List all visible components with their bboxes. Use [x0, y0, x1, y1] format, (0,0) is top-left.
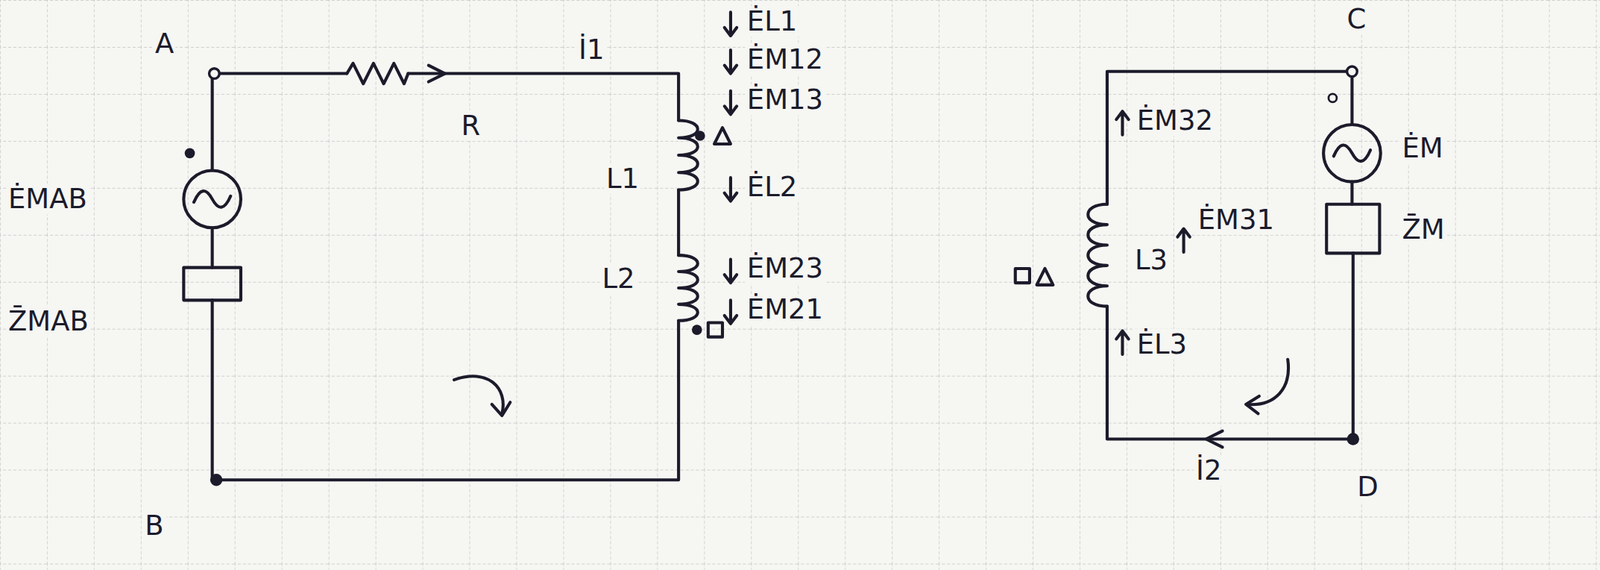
polarity-dot — [694, 130, 706, 141]
resistor-symbol — [346, 63, 408, 84]
voltage-arrow — [1116, 111, 1129, 135]
impedance-box — [1326, 204, 1380, 254]
wire — [1351, 252, 1355, 439]
right-dots — [1328, 66, 1360, 446]
polarity-dot — [1328, 93, 1337, 103]
left-dots — [184, 68, 706, 487]
wire — [1350, 181, 1354, 205]
loop-arrow-head — [1245, 395, 1260, 414]
circuit-label: Z̄M — [1400, 213, 1448, 245]
circuit-label: L2 — [600, 263, 638, 294]
circuit-label: ĖM12 — [744, 43, 826, 75]
current-arrow — [1206, 430, 1223, 448]
voltage-arrow — [724, 259, 737, 283]
wire — [210, 227, 214, 267]
source-symbol — [183, 170, 241, 229]
node-dot — [1347, 66, 1358, 77]
current-arrow — [428, 65, 446, 83]
circuit-label: ĖL1 — [744, 5, 800, 37]
voltage-arrow — [1116, 330, 1129, 354]
triangle-marker — [714, 127, 731, 144]
left-circuit — [183, 11, 737, 480]
circuit-label: B — [143, 509, 167, 541]
source-symbol — [1323, 124, 1381, 182]
wire — [1350, 71, 1354, 125]
circuit-label: ĖM23 — [744, 252, 826, 284]
source-wave — [193, 190, 231, 208]
voltage-arrow — [724, 177, 737, 201]
circuit-label: R — [459, 110, 483, 141]
wire — [210, 299, 214, 480]
square-marker — [1015, 268, 1030, 283]
circuit-label: ĖM31 — [1195, 204, 1277, 235]
wire — [407, 73, 679, 121]
triangle-marker — [1037, 268, 1054, 285]
inductor-symbol — [678, 254, 698, 321]
circuit-label: İ1 — [576, 35, 607, 66]
right-circuit — [1015, 71, 1381, 448]
wire — [676, 190, 680, 256]
circuit-label: ĖL2 — [744, 171, 800, 203]
circuit-label: ĖM21 — [744, 293, 826, 325]
voltage-arrow — [724, 90, 737, 115]
square-marker — [708, 322, 723, 337]
circuit-label: ĖM13 — [744, 84, 826, 116]
polarity-dot — [691, 324, 703, 335]
wire — [1107, 306, 1354, 440]
wire — [210, 73, 214, 171]
circuit-label: ĖM — [1400, 132, 1446, 164]
source-wave — [1333, 144, 1371, 162]
circuit-label: ĖMAB — [5, 183, 89, 214]
node-dot — [210, 473, 223, 486]
voltage-arrow — [1177, 228, 1190, 253]
circuit-label: İ2 — [1193, 454, 1224, 486]
voltage-arrow — [724, 299, 737, 323]
inductor-symbol — [1087, 204, 1108, 307]
wire — [219, 320, 679, 481]
loop-arrow — [1246, 359, 1289, 405]
circuit-label: D — [1355, 471, 1381, 502]
wire — [213, 71, 347, 75]
circuit-label: ĖM32 — [1134, 105, 1216, 136]
inductor-symbol — [678, 120, 698, 190]
loop-arrow-head — [492, 401, 511, 416]
impedance-box — [183, 267, 241, 301]
node-dot — [209, 68, 220, 80]
circuit-label: C — [1345, 3, 1369, 35]
polarity-dot — [184, 147, 196, 159]
circuit-label: ĖL3 — [1134, 328, 1190, 360]
circuit-label: A — [152, 28, 176, 59]
wire — [1107, 71, 1352, 205]
node-dot — [1347, 432, 1360, 445]
circuit-label: Z̄MAB — [5, 306, 91, 337]
voltage-arrow — [724, 11, 737, 36]
voltage-arrow — [724, 49, 737, 74]
circuit-label: L1 — [603, 163, 642, 194]
circuit-label: L3 — [1132, 244, 1170, 276]
